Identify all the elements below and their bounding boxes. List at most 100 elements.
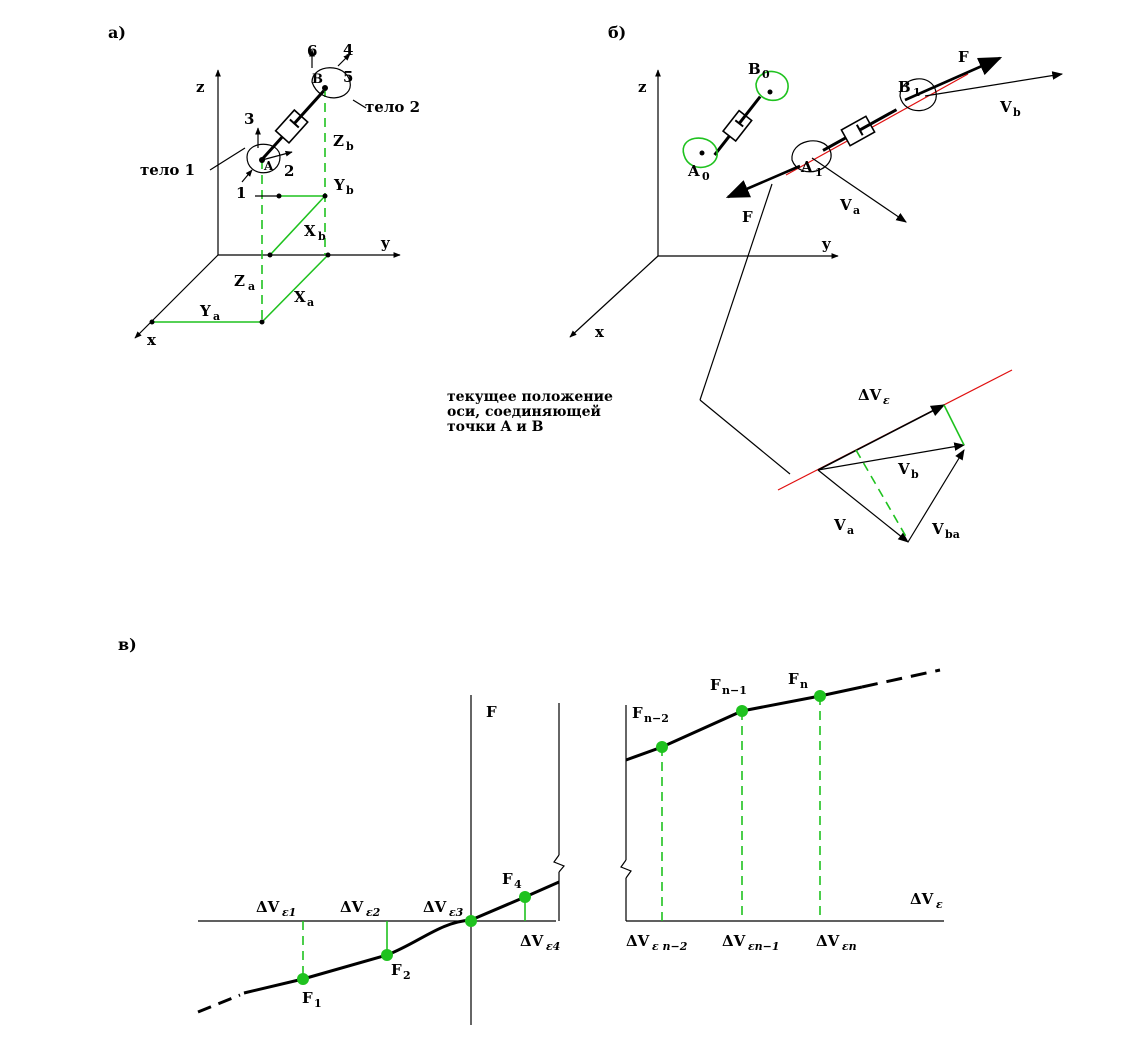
za-sub: a (248, 280, 255, 293)
xb-sub: b (318, 230, 326, 243)
damper-current (822, 108, 898, 152)
inset-va-sub: a (847, 524, 854, 537)
inset-vba-sub: ba (945, 528, 960, 541)
note-line-3: точки A и B (447, 419, 544, 435)
projection-xb (269, 195, 326, 256)
inset-projection-a (855, 449, 909, 541)
dof-1-label: 1 (236, 184, 246, 202)
f1-label: F (302, 989, 313, 1007)
point-a-label: A (263, 159, 274, 173)
fn2-label: F (632, 704, 643, 722)
dot-xa (325, 252, 331, 258)
fn-label: F (788, 670, 799, 688)
dof-6-label: 6 (307, 42, 317, 60)
dot-ya (149, 319, 155, 325)
right-tick-n-sub: εn (842, 940, 857, 953)
za-label: Z (234, 272, 245, 290)
body2-outline (311, 67, 351, 99)
projection-xa (261, 254, 329, 323)
inset-vb-arrow (817, 442, 966, 471)
left-tick-1: ΔV (256, 898, 280, 916)
fn1-label: F (710, 676, 721, 694)
inset-dv-arrow (817, 404, 946, 471)
note-line-2: оси, соединяющей (447, 403, 601, 420)
inset-va-label: V (833, 516, 846, 534)
left-f-label: F (486, 703, 497, 721)
left-tick-3: ΔV (423, 898, 447, 916)
a1-label: A (800, 158, 813, 176)
axis-x-label: x (147, 331, 157, 349)
b-axis-x-label: x (595, 323, 605, 341)
body2-leader (352, 99, 367, 109)
dof-arrow-1 (241, 169, 253, 183)
right-break-mark (620, 859, 632, 879)
yb-sub: b (346, 184, 354, 197)
axis-x-line (134, 254, 219, 339)
left-tick-4: ΔV (520, 932, 544, 950)
point-f2 (381, 949, 393, 961)
xa-sub: a (307, 296, 314, 309)
panel-a: а) z y x A 1 (108, 23, 420, 349)
va-label: V (839, 196, 852, 214)
b1-sub: 1 (913, 86, 921, 99)
point-b-label: B (312, 72, 323, 87)
point-fn-1 (736, 705, 748, 717)
fn-sub: n (800, 678, 808, 691)
force-top-label: F (958, 48, 969, 66)
inset-va-arrow (817, 469, 909, 543)
fn2-sub: n−2 (644, 712, 669, 725)
left-tick-2-sub: ε2 (366, 906, 381, 919)
right-tick-n2: ΔV (626, 932, 650, 950)
inset-vba-arrow (907, 449, 965, 543)
vb-arrow (924, 71, 1064, 97)
dof-arrow-2 (261, 150, 293, 161)
dof-arrow-4 (337, 53, 351, 67)
force-bottom-label: F (742, 208, 753, 226)
body-b1-outline (899, 78, 937, 112)
right-dv-label: ΔV (910, 890, 934, 908)
a0-label: A (687, 162, 700, 180)
f4-sub: 4 (514, 878, 522, 891)
right-tick-n2-sub: ε n−2 (652, 940, 688, 953)
left-tick-2: ΔV (340, 898, 364, 916)
point-fn (814, 690, 826, 702)
dof-2-label: 2 (284, 162, 294, 180)
body-a1-outline (791, 140, 832, 173)
zb-label: Z (333, 132, 344, 150)
body-b0-outline (755, 70, 789, 102)
body-a0-outline (682, 137, 718, 169)
dof-5-label: 5 (343, 68, 353, 86)
left-tick-1-sub: ε1 (282, 906, 296, 919)
b0-label: B (748, 60, 761, 78)
body2-label: тело 2 (365, 98, 420, 116)
xb-label: X (304, 222, 316, 240)
right-tick-n1: ΔV (722, 932, 746, 950)
left-tick-3-sub: ε3 (449, 906, 464, 919)
right-dv-sub: ε (936, 898, 943, 911)
f2-label: F (391, 961, 402, 979)
ya-label: Y (199, 302, 211, 320)
zb-sub: b (346, 140, 354, 153)
right-tick-n1-sub: εn−1 (748, 940, 780, 953)
b-axis-z-label: z (638, 78, 647, 96)
note-leader-upper (699, 183, 773, 401)
point-fn-2 (656, 741, 668, 753)
point-f4 (519, 891, 531, 903)
force-bottom-arrow (725, 164, 801, 199)
ya-sub: a (213, 310, 220, 323)
panel-c: в) F ΔV ε1 ΔV ε2 ΔV ε3 ΔV ε4 F 1 F 2 F 4 (118, 635, 944, 1025)
dof-3-label: 3 (244, 110, 254, 128)
inset-dv-label: ΔV (858, 386, 882, 404)
note-line-1: текущее положение (447, 389, 613, 405)
panel-a-marker: а) (108, 23, 126, 42)
inset-vba-label: V (931, 520, 944, 538)
vb-sub: b (1013, 106, 1021, 119)
va-sub: a (853, 204, 860, 217)
yb-label: Y (333, 176, 345, 194)
note-leader-lower (699, 399, 791, 475)
b0-sub: 0 (762, 68, 770, 81)
dot-yb-left (276, 193, 282, 199)
inset-vb-sub: b (911, 468, 919, 481)
